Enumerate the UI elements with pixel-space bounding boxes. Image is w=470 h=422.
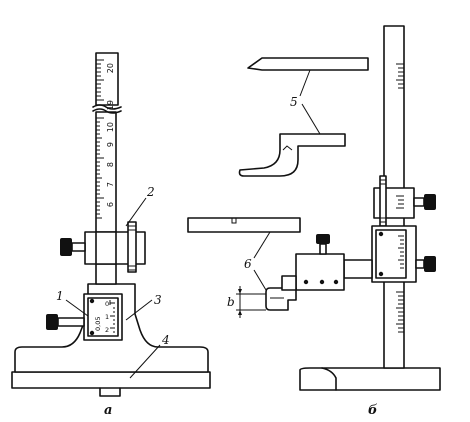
- vernier-digit-1: 1: [105, 313, 109, 321]
- caption-a: а: [104, 403, 112, 418]
- dimension-label-b: b: [227, 295, 235, 309]
- leader-5a: [299, 69, 311, 97]
- callout-5: 5: [290, 95, 298, 109]
- beam-break: [92, 104, 122, 114]
- scriber-6-clamped: [265, 287, 297, 311]
- vernier-ticks: [109, 300, 115, 333]
- scale-upper-ticks: [96, 59, 104, 101]
- leader-6b: [253, 269, 267, 291]
- leader-5b: [301, 103, 321, 135]
- base-plate: [11, 371, 211, 389]
- screw-b2: [378, 271, 384, 277]
- leader-6a: [253, 231, 271, 259]
- callout-1: 1: [56, 289, 64, 303]
- base-foot: [99, 387, 121, 397]
- column-scale-bottom: [396, 291, 404, 333]
- vernier-digit-0: 0: [105, 300, 109, 308]
- fine-adjust-screw: [127, 221, 137, 273]
- scale-label-20: 20: [106, 63, 115, 73]
- callout-4: 4: [161, 333, 170, 347]
- beam-upper: [95, 52, 119, 106]
- clamp-knob-a: [60, 238, 86, 256]
- main-vernier-ticks: [398, 235, 404, 269]
- figure-b: 5 6: [187, 25, 441, 418]
- scale-label-19: 19: [106, 100, 115, 110]
- leader-4: [129, 344, 161, 379]
- scale-lower-ticks: [96, 117, 104, 219]
- scale-label-7: 7: [106, 182, 115, 187]
- leader-1: [65, 299, 89, 317]
- holder-knob: [316, 234, 330, 255]
- scriber-flat: [187, 217, 301, 233]
- screw-a2: [89, 330, 95, 336]
- callout-6: 6: [244, 257, 252, 271]
- vernier-digit-2: 2: [105, 326, 109, 334]
- scale-label-9: 9: [106, 142, 115, 147]
- scale-label-6: 6: [106, 202, 115, 207]
- scriber-hook: [238, 133, 346, 177]
- caption-b: б: [368, 403, 378, 418]
- holder-arm: [343, 259, 373, 279]
- scale-label-10: 10: [106, 122, 115, 132]
- scale-label-8: 8: [106, 162, 115, 167]
- base-knob-a: [46, 314, 85, 330]
- main-vernier-plate: [375, 229, 407, 279]
- screw-b1: [378, 231, 384, 237]
- holder-body: [295, 253, 345, 291]
- column-scale-top: [396, 63, 404, 89]
- leader-2: [125, 197, 147, 227]
- slider-beam-pass: [95, 231, 117, 265]
- vernier-scale-plate: [87, 297, 119, 337]
- figure-a: 20 19 10 9 8 7 6 0,05 0 1 2: [11, 52, 211, 418]
- callout-2: 2: [146, 185, 155, 199]
- screw-a1: [89, 298, 95, 304]
- main-knob-b: [415, 256, 436, 272]
- column-base: [299, 367, 441, 391]
- scriber-knife: [247, 57, 369, 71]
- leader-3: [125, 299, 153, 321]
- vernier-value: 0,05: [94, 317, 102, 331]
- callout-3: 3: [154, 293, 162, 307]
- upper-knob-b: [413, 194, 436, 210]
